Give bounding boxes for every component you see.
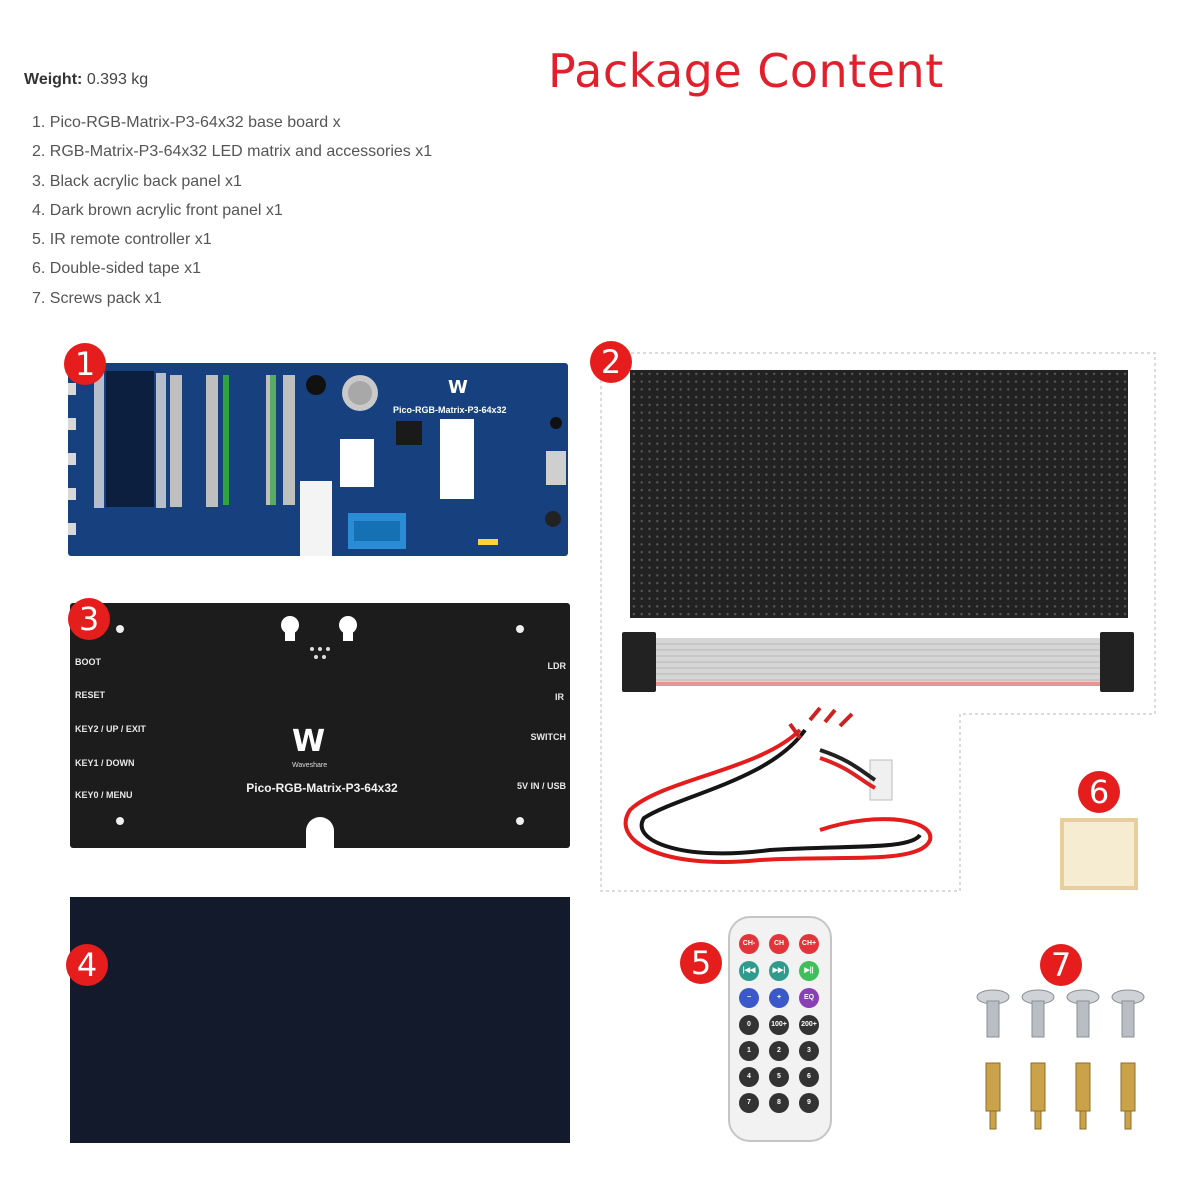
remote-btn: |◀◀ [739,961,759,981]
remote-btn: CH+ [799,934,819,954]
remote-btn: − [739,988,759,1008]
package-contents-list: 1. Pico-RGB-Matrix-P3-64x32 base board x… [32,113,432,318]
remote-btn: ▶|| [799,961,819,981]
remote-btn: 200+ [799,1015,819,1035]
page-title: Package Content [548,44,944,98]
screw-icon [1066,989,1100,1038]
remote-btn: + [769,988,789,1008]
back-label-ir: IR [555,692,564,702]
weight-text: Weight: 0.393 kg [24,71,148,89]
remote-btn: 7 [739,1093,759,1113]
power-cable [623,706,933,864]
svg-text:W: W [292,724,325,759]
badge-1: 1 [64,343,106,385]
back-model: Pico-RGB-Matrix-P3-64x32 [246,781,398,795]
remote-btn: 6 [799,1067,819,1087]
list-item: 6. Double-sided tape x1 [32,260,201,278]
remote-btn: 0 [739,1015,759,1035]
badge-2: 2 [590,341,632,383]
back-label-key0: KEY0 / MENU [75,790,133,800]
remote-btn: 5 [769,1067,789,1087]
back-panel-drawing: W [116,616,524,848]
svg-text:W: W [448,377,468,398]
weight-value: 0.393 kg [86,71,149,88]
remote-btn: 2 [769,1041,789,1061]
list-item: 2. RGB-Matrix-P3-64x32 LED matrix and ac… [32,143,433,161]
badge-4: 4 [66,944,108,986]
remote-btn: 8 [769,1093,789,1113]
badge-5: 5 [680,942,722,984]
remote-btn: 1 [739,1041,759,1061]
back-label-switch: SWITCH [530,732,567,742]
remote-btn: 3 [799,1041,819,1061]
remote-btn: 100+ [769,1015,789,1035]
back-label-5v-usb: 5V IN / USB [516,781,566,791]
base-board-image: W Pico-RGB-Matrix-P3-64x32 [68,363,568,556]
back-label-key1: KEY1 / DOWN [75,758,135,768]
pcb-silkscreen-label: Pico-RGB-Matrix-P3-64x32 [393,405,507,415]
remote-btn: CH [769,934,789,954]
led-matrix-panel [630,370,1128,618]
badge-6: 6 [1078,771,1120,813]
brass-standoff-icon [985,1062,1136,1130]
weight-label: Weight: [24,71,83,88]
badge-7: 7 [1040,944,1082,986]
screw-icon [1111,989,1145,1038]
badge-3: 3 [68,598,110,640]
list-item: 7. Screws pack x1 [32,289,162,307]
remote-btn: ▶▶| [769,961,789,981]
list-item: 1. Pico-RGB-Matrix-P3-64x32 base board x [32,114,341,131]
remote-btn: 4 [739,1067,759,1087]
remote-btn: 9 [799,1093,819,1113]
front-panel-image [70,897,570,1143]
back-label-ldr: LDR [547,661,567,671]
accessories-outline [600,352,1156,892]
back-label-reset: RESET [75,690,106,700]
back-panel-image: W BOOT RESET KEY2 / UP / EXIT KEY1 / DOW… [70,603,570,848]
pcb-drawing: W Pico-RGB-Matrix-P3-64x32 [68,371,566,556]
ribbon-cable [622,632,1134,692]
back-label-key2: KEY2 / UP / EXIT [75,724,146,734]
list-item: 3. Black acrylic back panel x1 [32,172,242,190]
back-label-boot: BOOT [75,657,101,667]
screws-pack-image [976,989,1145,1130]
back-brand: Waveshare [292,762,328,769]
ir-remote-image: CH- CH CH+ |◀◀ ▶▶| ▶|| − + EQ 0 100+ 200… [728,916,832,1142]
screw-icon [976,989,1010,1038]
double-sided-tape-image [1060,818,1138,890]
list-item: 4. Dark brown acrylic front panel x1 [32,201,283,219]
screw-icon [1021,989,1055,1038]
remote-btn: CH- [739,934,759,954]
remote-btn: EQ [799,988,819,1008]
list-item: 5. IR remote controller x1 [32,231,212,249]
